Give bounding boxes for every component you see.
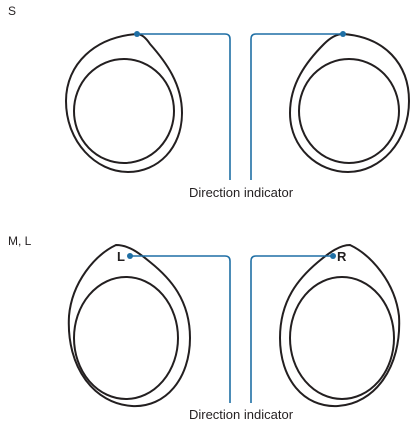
s-right-earpiece <box>288 32 411 174</box>
right-side-letter: R <box>337 249 347 264</box>
s-left-inner-outline <box>73 58 175 164</box>
s-right-inner-outline <box>298 58 400 164</box>
s-left-outer-outline <box>64 32 184 174</box>
ml-left-outer-outline <box>67 243 192 408</box>
size-label-s: S <box>8 4 17 18</box>
ml-right-outer-outline <box>278 243 401 408</box>
ml-left-leader-line <box>130 255 231 403</box>
ml-right-indicator-dot <box>330 253 336 259</box>
s-left-indicator-dot <box>134 31 140 37</box>
ml-indicator-leaders <box>130 255 333 403</box>
s-right-leader-line <box>250 33 343 180</box>
s-left-earpiece <box>64 32 184 174</box>
left-side-letter: L <box>117 249 125 264</box>
ml-right-leader-line <box>250 255 333 403</box>
ml-right-earpiece <box>278 243 401 408</box>
s-left-leader-line <box>137 33 231 180</box>
s-indicator-leaders <box>137 33 343 180</box>
s-right-outer-outline <box>288 32 411 174</box>
direction-indicator-caption-ml: Direction indicator <box>188 407 294 422</box>
direction-indicator-caption-s: Direction indicator <box>188 185 294 200</box>
ml-left-earpiece <box>67 243 192 408</box>
ml-left-inner-outline <box>73 276 179 400</box>
ml-left-indicator-dot <box>127 253 133 259</box>
s-right-indicator-dot <box>340 31 346 37</box>
ml-right-inner-outline <box>289 276 395 400</box>
size-label-ml: M, L <box>8 234 32 248</box>
